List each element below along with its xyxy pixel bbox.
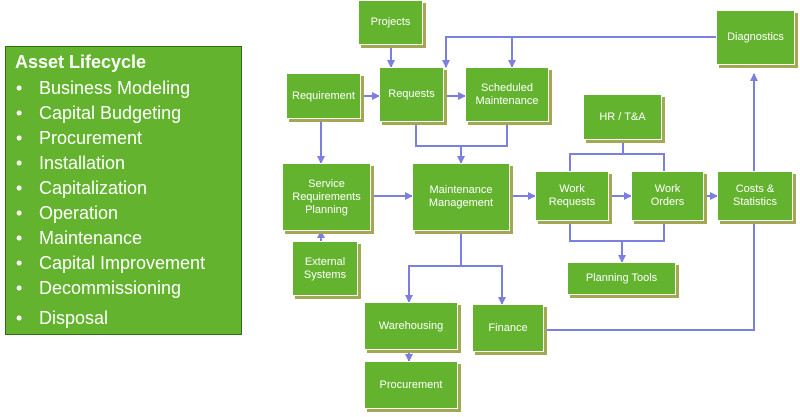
lifecycle-item: • Capitalization	[15, 176, 241, 201]
work-orders-box: Work Orders	[631, 171, 704, 221]
finance-box: Finance	[472, 304, 544, 352]
lifecycle-item: • Decommissioning	[15, 276, 241, 301]
lifecycle-item-label: Capitalization	[39, 178, 148, 198]
lifecycle-item-label: Capital Budgeting	[39, 103, 182, 123]
lifecycle-item-label: Disposal	[39, 308, 109, 328]
lifecycle-item-label: Capital Improvement	[39, 253, 206, 273]
bullet-icon: •	[16, 253, 23, 273]
connector-hrta-workorders	[623, 153, 665, 171]
lifecycle-item-label: Procurement	[39, 128, 143, 148]
lifecycle-item: • Maintenance	[15, 226, 241, 251]
lifecycle-item-label: Installation	[39, 153, 126, 173]
bullet-icon: •	[16, 278, 23, 298]
procurement-box: Procurement	[364, 361, 458, 409]
hr-ta-box: HR / T&A	[583, 94, 662, 140]
lifecycle-item-label: Decommissioning	[39, 278, 182, 298]
lifecycle-item: • Business Modeling	[15, 76, 241, 101]
bullet-icon: •	[16, 103, 23, 123]
lifecycle-item: • Procurement	[15, 126, 241, 151]
warehousing-box: Warehousing	[364, 302, 458, 350]
lifecycle-item: • Installation	[15, 151, 241, 176]
lifecycle-item: • Operation	[15, 201, 241, 226]
connector-requests-maintenance	[415, 122, 508, 147]
lifecycle-item: • Disposal	[15, 306, 241, 331]
asset-lifecycle-panel: Asset Lifecycle • Business Modeling • Capi…	[5, 46, 242, 335]
bullet-icon: •	[16, 153, 23, 173]
connector-hrta-workrequests	[569, 140, 624, 171]
lifecycle-item-label: Operation	[39, 203, 119, 223]
connector-maintenance-split	[405, 231, 462, 303]
connector-work-planning	[569, 221, 665, 242]
bullet-icon: •	[16, 78, 23, 98]
lifecycle-item: • Capital Improvement	[15, 251, 241, 276]
diagnostics-box: Diagnostics	[716, 10, 795, 65]
work-requests-box: Work Requests	[535, 171, 609, 221]
maintenance-management-box: Maintenance Management	[412, 163, 510, 231]
lifecycle-item-label: Maintenance	[39, 228, 143, 248]
lifecycle-item: • Capital Budgeting	[15, 101, 241, 126]
connector-finance-diagnostics	[544, 73, 758, 331]
requests-box: Requests	[379, 67, 444, 122]
scheduled-maintenance-box: Scheduled Maintenance	[465, 67, 549, 122]
bullet-icon: •	[16, 203, 23, 223]
panel-title: Asset Lifecycle	[15, 52, 147, 72]
service-requirements-planning-box: Service Requirements Planning	[282, 163, 371, 231]
bullet-icon: •	[16, 128, 23, 148]
costs-statistics-box: Costs & Statistics	[717, 171, 793, 221]
lifecycle-item-label: Business Modeling	[39, 78, 191, 98]
projects-box: Projects	[358, 0, 423, 45]
lifecycle-list: • Business Modeling • Capital Budgeting • P…	[15, 76, 241, 331]
requirement-box: Requirement	[286, 73, 361, 119]
bullet-icon: •	[16, 228, 23, 248]
planning-tools-box: Planning Tools	[567, 262, 676, 295]
bullet-icon: •	[16, 308, 23, 328]
bullet-icon: •	[16, 178, 23, 198]
external-systems-box: External Systems	[292, 241, 358, 296]
connector-diagnostics-requests	[442, 36, 716, 68]
connector-maintenance-finance	[461, 265, 506, 305]
